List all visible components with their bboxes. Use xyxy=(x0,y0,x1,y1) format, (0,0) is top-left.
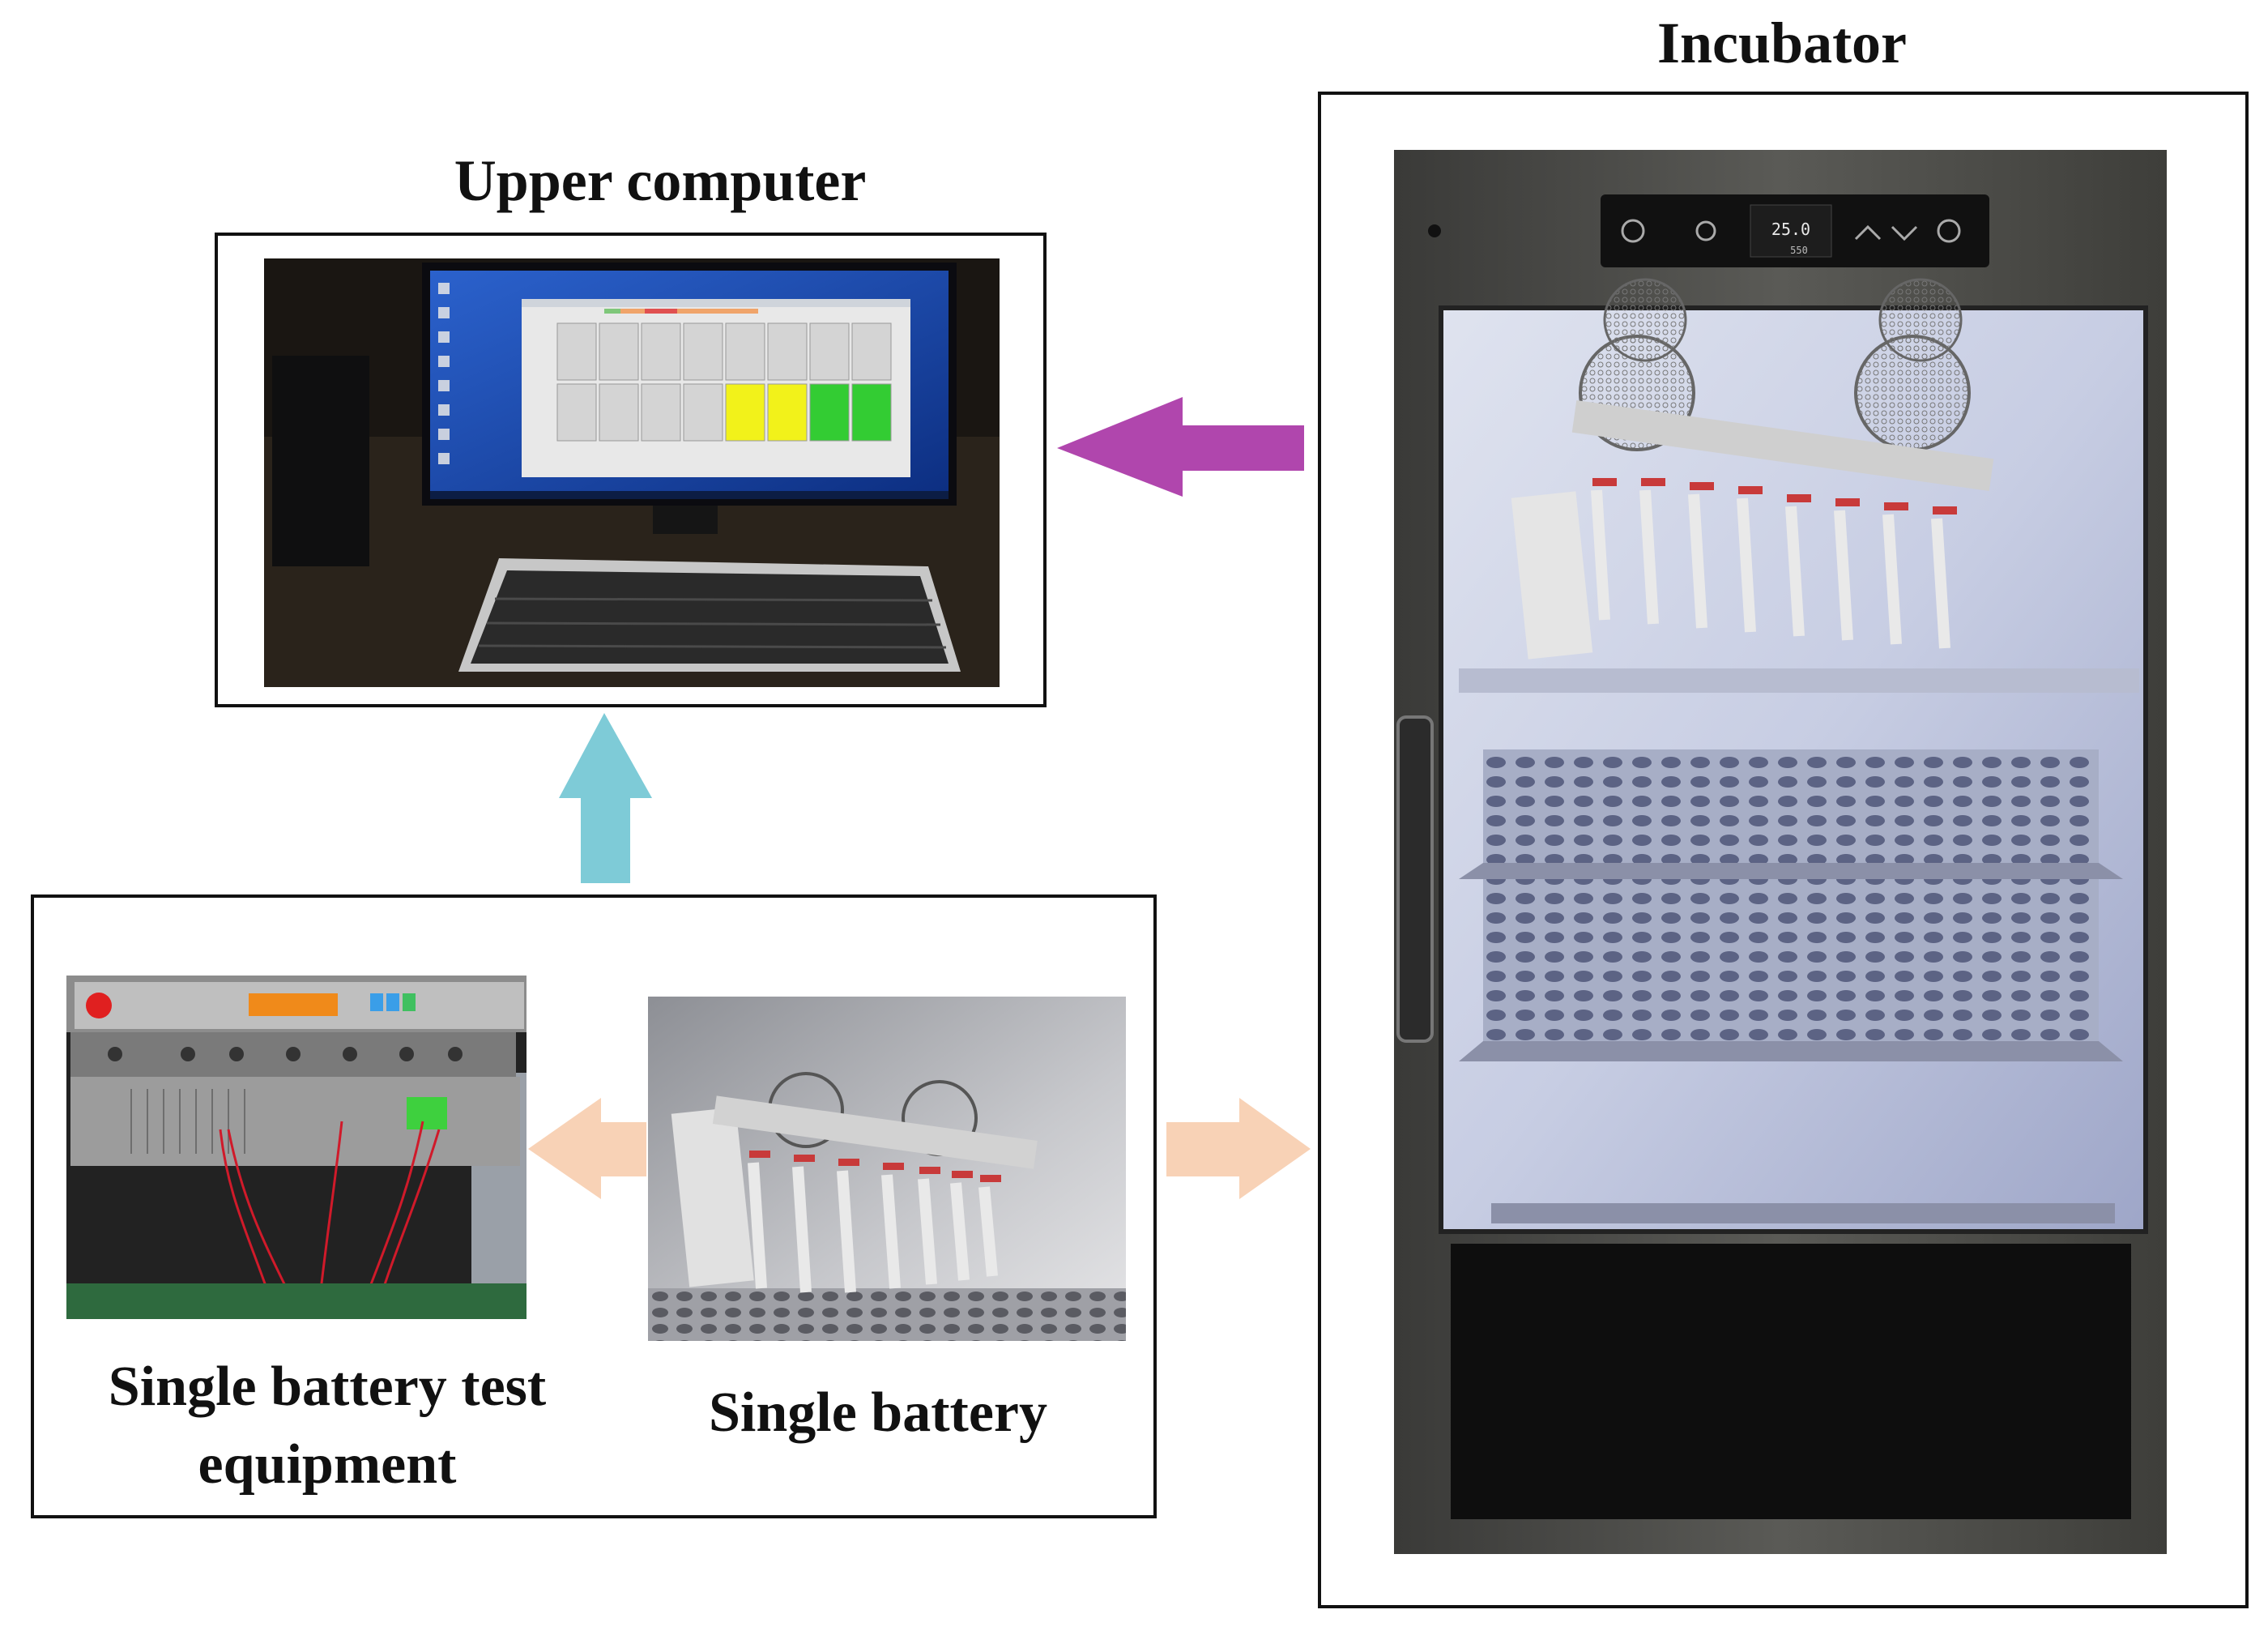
arrow-battery-to-incubator xyxy=(1166,1098,1311,1199)
incubator-photo: 25.0 550 xyxy=(1394,150,2167,1554)
light-icon xyxy=(1695,220,1716,241)
down-arrow-icon xyxy=(1891,225,1918,241)
incubator-title: Incubator xyxy=(1656,11,1908,75)
single-battery-test-equipment-title: Single battery test equipment xyxy=(108,1356,547,1496)
upper-computer-title: Upper computer xyxy=(454,148,867,213)
incubator-frame: 25.0 550 xyxy=(1318,92,2249,1608)
test-equipment-photo xyxy=(66,976,526,1319)
upper-computer-photo xyxy=(264,258,1000,687)
incubator-temp-readout: 25.0 xyxy=(1771,220,1810,239)
single-battery-title: Single battery xyxy=(708,1381,1048,1444)
arrow-test-bench-to-upper-computer xyxy=(559,713,652,883)
incubator-time-readout: 550 xyxy=(1790,245,1808,256)
single-battery-photo xyxy=(648,997,1126,1341)
arrow-incubator-to-upper-computer xyxy=(1057,397,1304,497)
test-bench-frame: Single battery test equipment Single bat… xyxy=(31,894,1157,1518)
upper-computer-frame xyxy=(215,233,1047,707)
up-arrow-icon xyxy=(1854,224,1882,241)
settings-icon xyxy=(1937,219,1961,243)
arrow-battery-to-test-equipment xyxy=(528,1098,646,1199)
power-icon xyxy=(1621,219,1645,243)
